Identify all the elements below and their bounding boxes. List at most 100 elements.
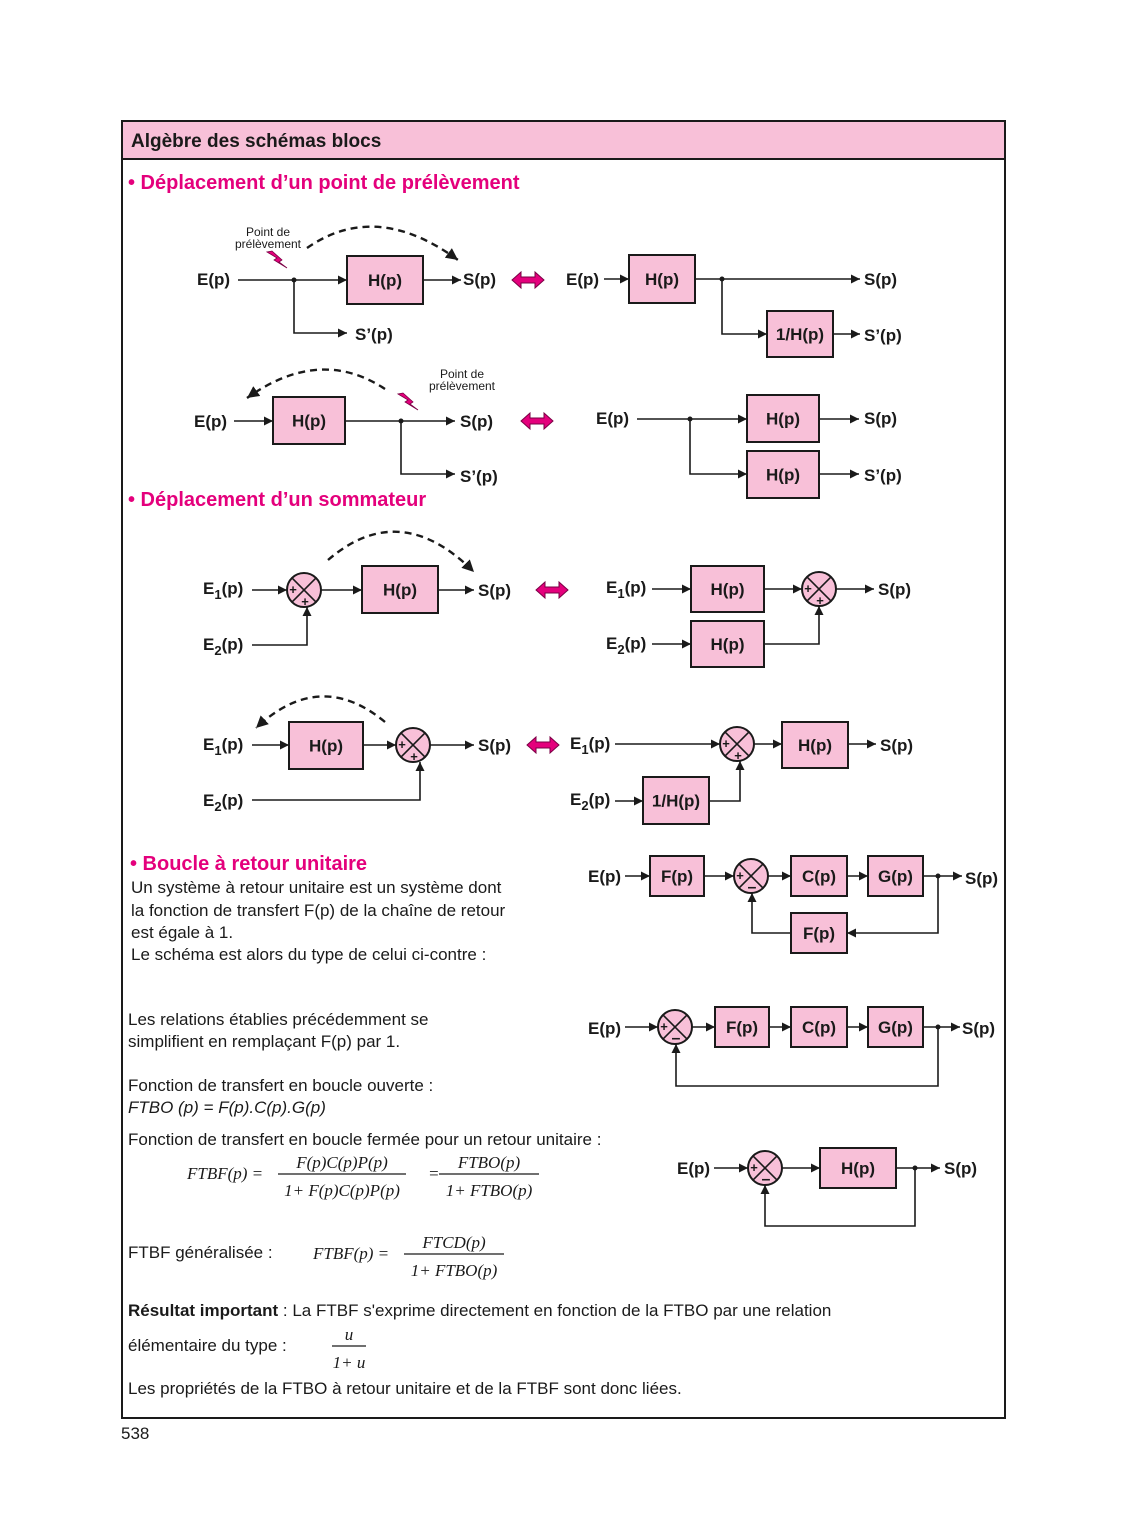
page-title: Algèbre des schémas blocs bbox=[131, 131, 382, 152]
transfer-block bbox=[819, 1147, 897, 1189]
pickoff-label: prélèvement bbox=[429, 379, 496, 393]
sign-label: + bbox=[289, 582, 297, 597]
input-label: E2(p) bbox=[203, 635, 243, 658]
section-title-pickoff: • Déplacement d’un point de prélèvement bbox=[128, 172, 520, 194]
diagram-label: S’(p) bbox=[864, 466, 902, 485]
transfer-block bbox=[288, 721, 364, 770]
sign-label: + bbox=[734, 748, 742, 763]
summing-cross bbox=[806, 576, 832, 602]
block-label: C(p) bbox=[802, 867, 836, 886]
diagram-label: S(p) bbox=[478, 581, 511, 600]
ftbf-fraction1-numerator: F(p)C(p)P(p) bbox=[295, 1153, 388, 1172]
header-bar: Algèbre des schémas blocs bbox=[123, 122, 1004, 160]
block-label: 1/H(p) bbox=[652, 792, 700, 811]
sign-label: + bbox=[398, 737, 406, 752]
conclusion-text: Les propriétés de la FTBO à retour unita… bbox=[128, 1379, 682, 1398]
summing-cross bbox=[724, 731, 750, 757]
pickoff-label: Point de bbox=[440, 367, 484, 381]
signal-path bbox=[293, 280, 347, 338]
diagram-label: S(p) bbox=[965, 869, 998, 888]
diagram-label: E(p) bbox=[677, 1159, 710, 1178]
transfer-block bbox=[746, 450, 820, 499]
transfer-block bbox=[628, 254, 696, 304]
sign-label: + bbox=[804, 581, 812, 596]
important-result: Résultat important : La FTBF s'exprime d… bbox=[128, 1300, 831, 1322]
diagram-label: S(p) bbox=[962, 1019, 995, 1038]
block-label: G(p) bbox=[878, 867, 913, 886]
ftbf-lhs: FTBF(p) = bbox=[186, 1164, 263, 1183]
sign-label: + bbox=[660, 1019, 668, 1034]
diagram-label: S(p) bbox=[878, 580, 911, 599]
u-fraction-denominator: 1+ u bbox=[333, 1353, 366, 1372]
diagram-label: S(p) bbox=[864, 270, 897, 289]
block-label: H(p) bbox=[766, 466, 800, 485]
pickoff-label: Point de bbox=[246, 225, 290, 239]
sign-label: + bbox=[301, 594, 309, 609]
signal-path bbox=[709, 761, 745, 802]
block-label: C(p) bbox=[802, 1018, 836, 1037]
signal-path bbox=[252, 607, 312, 646]
u-fraction-numerator: u bbox=[345, 1325, 354, 1344]
ftbo-formula: FTBO (p) = F(p).C(p).G(p) bbox=[128, 1098, 326, 1117]
input-label: E1(p) bbox=[606, 578, 646, 601]
move-arrow-dashed bbox=[306, 225, 459, 261]
transfer-block bbox=[790, 855, 848, 897]
gen-fraction-denominator: 1+ FTBO(p) bbox=[411, 1261, 498, 1280]
signal-path bbox=[671, 1027, 939, 1087]
sign-label: – bbox=[762, 1171, 771, 1188]
block-label: H(p) bbox=[292, 412, 326, 431]
input-label: E1(p) bbox=[203, 579, 243, 602]
equivalence-arrow bbox=[535, 580, 569, 600]
diagram-label: E(p) bbox=[588, 867, 621, 886]
diagram-label: E(p) bbox=[596, 409, 629, 428]
important-result-bold: Résultat important bbox=[128, 1301, 279, 1320]
transfer-block bbox=[649, 855, 705, 897]
important-result-text: : La FTBF s'exprime directement en fonct… bbox=[278, 1301, 832, 1320]
unity-text-line1: Un système à retour unitaire est un syst… bbox=[131, 878, 502, 897]
signal-path bbox=[760, 1168, 916, 1227]
block-label: H(p) bbox=[645, 270, 679, 289]
sign-label: + bbox=[736, 868, 744, 883]
equivalence-arrow bbox=[511, 270, 545, 290]
transfer-block bbox=[790, 912, 848, 954]
transfer-block bbox=[346, 255, 424, 305]
signal-path bbox=[721, 279, 767, 339]
relations-line1: Les relations établies précédemment se bbox=[128, 1010, 429, 1029]
ftbf-title: Fonction de transfert en boucle fermée p… bbox=[128, 1130, 602, 1149]
transfer-block bbox=[714, 1006, 770, 1048]
signal-path bbox=[400, 421, 455, 479]
input-label: E2(p) bbox=[203, 791, 243, 814]
input-label: E1(p) bbox=[203, 735, 243, 758]
input-label: E2(p) bbox=[570, 790, 610, 813]
ftbo-title: Fonction de transfert en boucle ouverte … bbox=[128, 1076, 434, 1095]
ftbf-equals: = bbox=[428, 1164, 439, 1183]
section-title-unity: • Boucle à retour unitaire bbox=[130, 853, 368, 875]
block-label: H(p) bbox=[798, 736, 832, 755]
diagram-label: E(p) bbox=[588, 1019, 621, 1038]
diagram-label: S(p) bbox=[463, 270, 496, 289]
sign-label: + bbox=[750, 1160, 758, 1175]
transfer-block bbox=[781, 721, 849, 769]
diagram-label: S’(p) bbox=[864, 326, 902, 345]
block-label: H(p) bbox=[766, 410, 800, 429]
transfer-block bbox=[790, 1006, 848, 1048]
section-title-summer: • Déplacement d’un sommateur bbox=[128, 489, 427, 511]
signal-path bbox=[747, 893, 791, 934]
sign-label: – bbox=[672, 1030, 681, 1047]
equivalence-arrow bbox=[520, 411, 554, 431]
diagram-label: E(p) bbox=[197, 270, 230, 289]
summing-cross bbox=[400, 732, 426, 758]
transfer-block bbox=[867, 1006, 924, 1048]
summing-cross bbox=[291, 577, 317, 603]
unity-text-line2: la fonction de transfert F(p) de la chaî… bbox=[131, 901, 506, 920]
transfer-block bbox=[746, 394, 820, 443]
input-label: E2(p) bbox=[606, 634, 646, 657]
diagram-label: S(p) bbox=[478, 736, 511, 755]
diagram-label: S(p) bbox=[944, 1159, 977, 1178]
block-label: 1/H(p) bbox=[776, 325, 824, 344]
block-label: F(p) bbox=[726, 1018, 758, 1037]
summing-cross bbox=[662, 1014, 688, 1040]
diagram-label: S(p) bbox=[880, 736, 913, 755]
content-frame: Algèbre des schémas blocs bbox=[121, 120, 1006, 1419]
diagram-label: S(p) bbox=[864, 409, 897, 428]
